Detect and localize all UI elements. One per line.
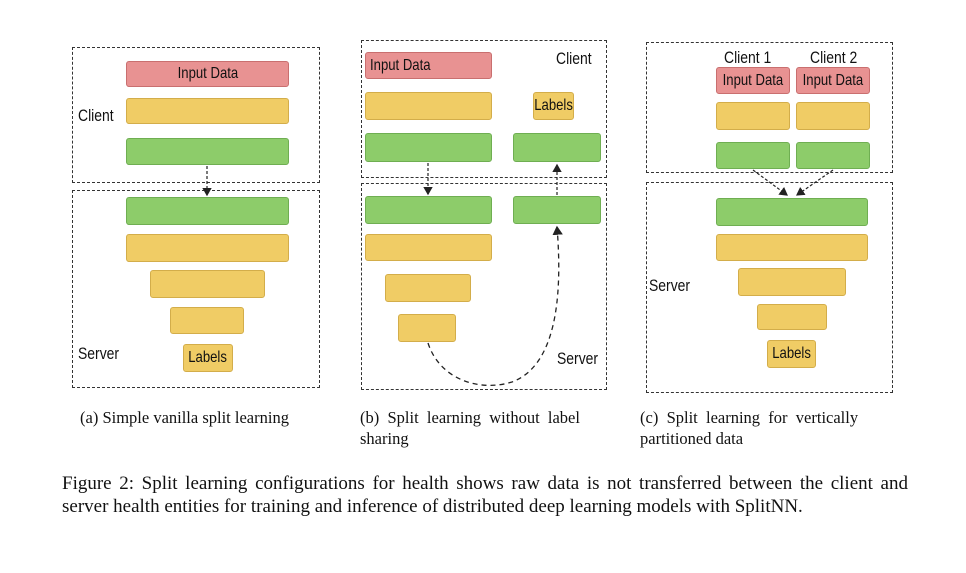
input-data-block-c1: Input Data xyxy=(716,67,790,94)
input-data-block-a: Input Data xyxy=(126,61,289,87)
server-layer-3-b xyxy=(398,314,456,342)
server-box-b xyxy=(361,183,607,390)
client-cut-layer-b xyxy=(365,133,492,162)
caption-b-line1: (b) Split learning without label xyxy=(360,408,580,427)
caption-c-line1: (c) Split learning for vertically xyxy=(640,408,859,427)
server-layer-1-b xyxy=(365,234,492,261)
input-data-block-c2: Input Data xyxy=(796,67,870,94)
client1-cut-layer-c xyxy=(716,142,790,169)
client-hidden-layer-a xyxy=(126,98,289,124)
client-box-c xyxy=(646,42,893,173)
server-layer-3-a xyxy=(170,307,244,334)
client1-hidden-layer-c xyxy=(716,102,790,130)
arrow-c-left xyxy=(752,169,788,196)
server-cut-layer-c xyxy=(716,198,868,226)
client2-label-c: Client 2 xyxy=(810,48,858,67)
client-box-a xyxy=(72,47,320,183)
client-label-b: Client xyxy=(556,49,592,68)
arrow-c-right xyxy=(796,169,834,196)
client1-label-c: Client 1 xyxy=(724,48,772,67)
server-output-layer-b xyxy=(513,196,601,224)
input-data-block-b: Input Data xyxy=(365,52,492,79)
server-box-a xyxy=(72,190,320,388)
server-layer-3-c xyxy=(757,304,827,330)
labels-block-b: Labels xyxy=(533,92,574,120)
caption-c-line2: partitioned data xyxy=(640,429,744,448)
labels-block-a: Labels xyxy=(183,344,233,372)
client2-cut-layer-c xyxy=(796,142,870,169)
server-label-a: Server xyxy=(78,344,120,363)
caption-a: (a) Simple vanilla split learning xyxy=(80,408,289,427)
caption-b-line2: sharing xyxy=(360,429,409,448)
client-loss-layer-b xyxy=(513,133,601,162)
figure-caption: Figure 2: Split learning configurations … xyxy=(62,473,908,517)
arrow-b-loop xyxy=(427,225,563,386)
server-cut-layer-b xyxy=(365,196,492,224)
server-label-b: Server xyxy=(557,349,599,368)
server-layer-2-b xyxy=(385,274,471,302)
client2-hidden-layer-c xyxy=(796,102,870,130)
server-layer-2-a xyxy=(150,270,265,298)
server-label-c: Server xyxy=(649,276,691,295)
server-layer-1-c xyxy=(716,234,868,261)
client-hidden-layer-b xyxy=(365,92,492,120)
server-layer-2-c xyxy=(738,268,846,296)
client-label-a: Client xyxy=(78,106,114,125)
server-cut-layer-a xyxy=(126,197,289,225)
server-layer-1-a xyxy=(126,234,289,262)
labels-block-c: Labels xyxy=(767,340,816,368)
client-box-b xyxy=(361,40,607,178)
client-cut-layer-a xyxy=(126,138,289,165)
